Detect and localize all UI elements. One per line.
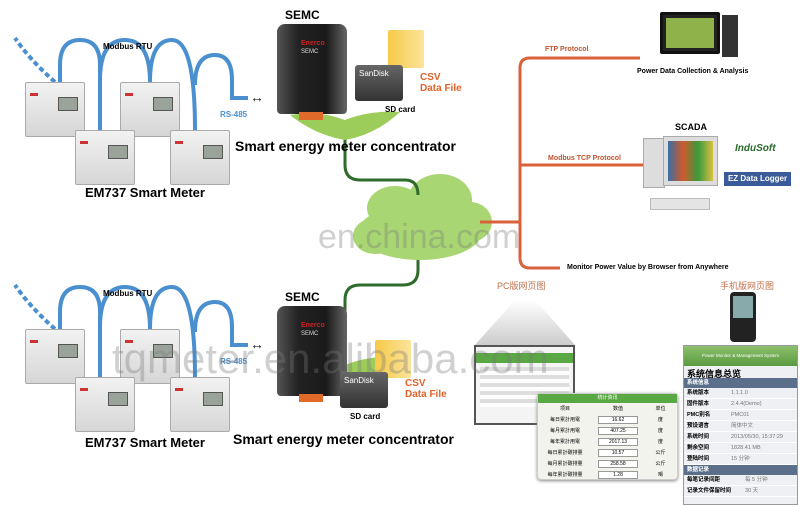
info-row: 预设语言简体中文 (684, 421, 797, 432)
pc-tower-icon (722, 15, 738, 57)
smart-meter (25, 329, 85, 384)
device-label: SEMC (285, 290, 320, 304)
rs485-cables-top (13, 36, 248, 135)
bus-label: Modbus RTU (103, 42, 153, 51)
rs485-label: RS-485 (220, 357, 248, 366)
uplink-line-top (343, 120, 420, 196)
section-header: 数据记录 (684, 465, 797, 475)
uplink-line-bottom (343, 260, 420, 340)
smart-meter (25, 82, 85, 137)
smartphone-icon (730, 292, 756, 342)
concentrator-label: Smart energy meter concentrator (233, 431, 454, 447)
sd-card-label: SD card (350, 412, 381, 421)
page-title: 系统信息总览 (687, 369, 742, 379)
ez-data-logger-badge: EZ Data Logger (724, 172, 791, 186)
smart-meter (75, 377, 135, 432)
section-header: 系统信息 (684, 378, 797, 388)
keyboard-icon (650, 198, 710, 210)
scada-label: SCADA (675, 122, 708, 132)
concentrator-label: Smart energy meter concentrator (235, 138, 456, 154)
bidirectional-arrow-icon: ↔ (250, 336, 264, 352)
bidirectional-arrow-icon: ↔ (250, 89, 264, 105)
smart-meter (120, 329, 180, 384)
rs485-label: RS-485 (220, 110, 248, 119)
mobile-view-title: 手机版网页图 (720, 281, 775, 291)
browser-label: Monitor Power Value by Browser from Anyw… (567, 264, 729, 271)
tcp-label: Modbus TCP Protocol (548, 155, 621, 162)
monitor-icon (660, 12, 720, 54)
indusoft-logo: InduSoft (735, 143, 776, 154)
smart-meter (75, 130, 135, 185)
watermark: tqmeter.en.alibaba.com (112, 335, 549, 382)
smart-meter (170, 377, 230, 432)
device-label: SEMC (285, 8, 320, 22)
info-row: 每笔记录间距每 5 分钟 (684, 475, 797, 486)
rs485-cables-bottom (13, 283, 248, 382)
ftp-target-label: Power Data Collection & Analysis (637, 68, 749, 75)
table-header-row: 项目数值单位 (559, 406, 666, 412)
ftp-label: FTP Protocol (545, 46, 589, 53)
scada-monitor-icon (663, 136, 718, 186)
app-header: Power Monitor & Management System (684, 346, 797, 366)
sd-card-icon: SanDisk (355, 65, 403, 101)
mobile-info-panel: Power Monitor & Management System 系统信息总览… (683, 345, 798, 505)
smart-meter (170, 130, 230, 185)
smart-meter (120, 82, 180, 137)
network-lines (480, 56, 650, 270)
pc-tower-icon (643, 138, 665, 188)
cloud-icon (353, 174, 492, 260)
folder-icon (388, 30, 424, 68)
sd-card-label: SD card (385, 105, 416, 114)
folder-icon (375, 340, 411, 378)
bus-label: Modbus RTU (103, 289, 153, 298)
meter-label: EM737 Smart Meter (85, 185, 205, 200)
meter-label: EM737 Smart Meter (85, 435, 205, 450)
pc-view-title: PC版网页图 (497, 281, 546, 291)
stats-table-header: 统计资讯 (538, 394, 677, 403)
watermark: en.china.com (318, 218, 521, 256)
sd-card-icon: SanDisk (340, 372, 388, 408)
